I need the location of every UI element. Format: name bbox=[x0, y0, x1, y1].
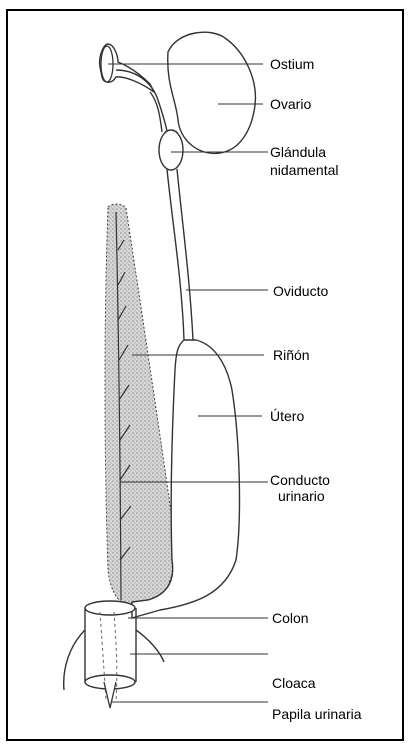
label-conducto-line1: Conducto bbox=[270, 472, 330, 488]
nidamental-gland-shape bbox=[159, 130, 183, 170]
label-ovario: Ovario bbox=[270, 96, 311, 112]
label-cloaca: Cloaca bbox=[272, 675, 316, 691]
label-conducto-line2: urinario bbox=[278, 488, 325, 504]
label-glandula-line2: nidamental bbox=[270, 162, 339, 178]
label-oviducto: Oviducto bbox=[273, 283, 328, 299]
urinary-papilla-shape bbox=[104, 682, 116, 708]
label-ostium: Ostium bbox=[270, 56, 314, 72]
ovary-shape bbox=[168, 32, 256, 153]
label-papila: Papila urinaria bbox=[272, 706, 362, 722]
label-colon: Colon bbox=[272, 610, 309, 626]
label-rinon: Riñón bbox=[273, 347, 310, 363]
kidney-shape bbox=[105, 204, 175, 604]
oviduct-tube bbox=[167, 169, 193, 340]
label-glandula-line1: Glándula bbox=[270, 144, 326, 160]
label-utero: Útero bbox=[270, 408, 304, 424]
